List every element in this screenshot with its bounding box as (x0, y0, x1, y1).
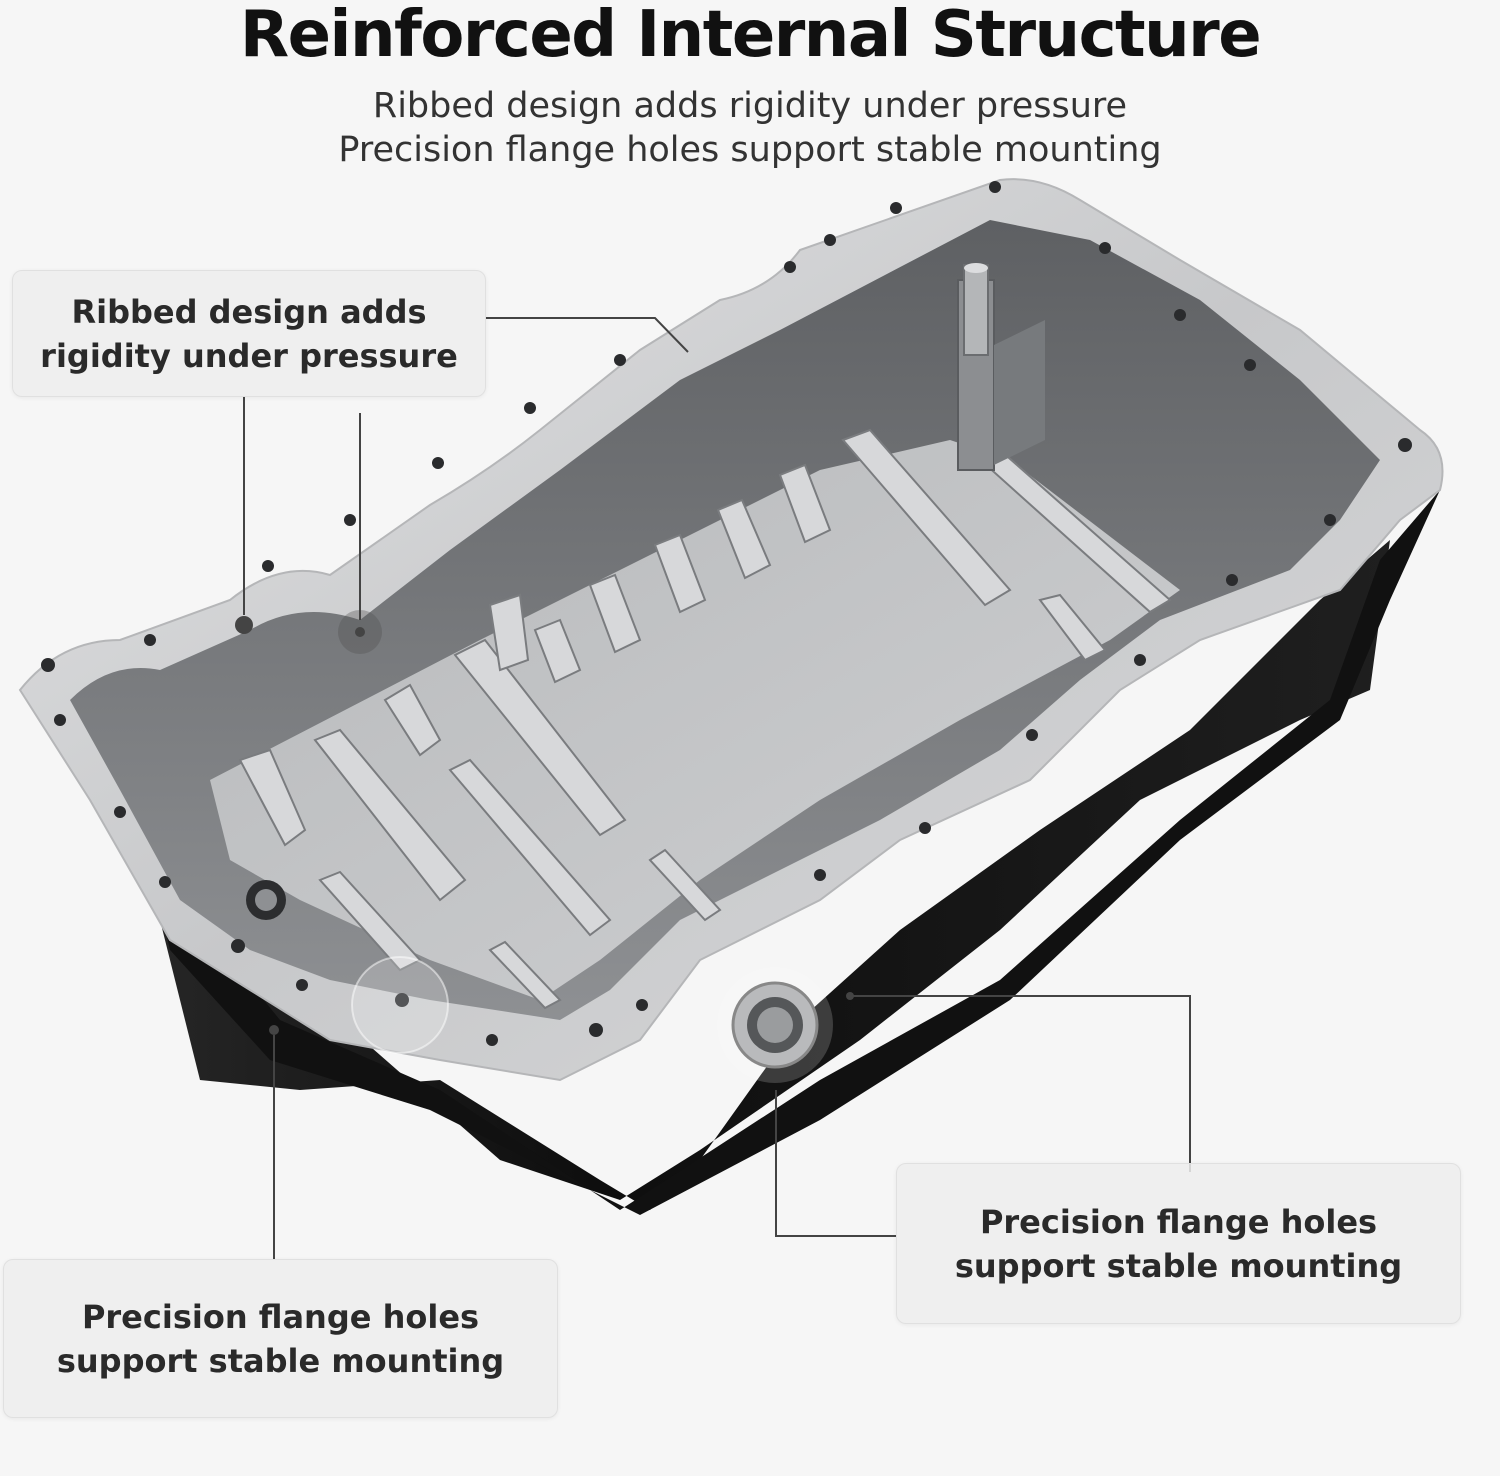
internal-ribs (238, 428, 1172, 1010)
callout-flange-left-line-1: Precision flange holes (81, 1297, 480, 1336)
callout-ribbed-design: Ribbed design adds rigidity under pressu… (12, 270, 486, 397)
leader-dots (235, 616, 854, 1035)
leader-lines (243, 317, 1191, 1259)
callout-flange-right-line-2: support stable mounting (954, 1246, 1403, 1285)
page-title: Reinforced Internal Structure (239, 0, 1262, 72)
callout-flange-holes-left: Precision flange holes support stable mo… (3, 1259, 558, 1418)
callout-ribbed-line-2: rigidity under pressure (40, 336, 458, 375)
callout-flange-left-line-2: support stable mounting (56, 1341, 505, 1380)
callout-flange-holes-right: Precision flange holes support stable mo… (896, 1163, 1461, 1324)
callout-ribbed-line-1: Ribbed design adds (71, 292, 427, 331)
pickup-tube (957, 263, 1045, 471)
flange-highlight (351, 956, 449, 1054)
drain-plug (717, 967, 833, 1083)
subtitle-line-2: Precision flange holes support stable mo… (338, 130, 1162, 170)
pan-floor (210, 440, 1180, 1000)
inner-drain-plug (246, 880, 286, 920)
flange-holes (41, 181, 1412, 1046)
callout-flange-right-line-1: Precision flange holes (979, 1202, 1378, 1241)
subtitle-line-1: Ribbed design adds rigidity under pressu… (372, 86, 1128, 126)
